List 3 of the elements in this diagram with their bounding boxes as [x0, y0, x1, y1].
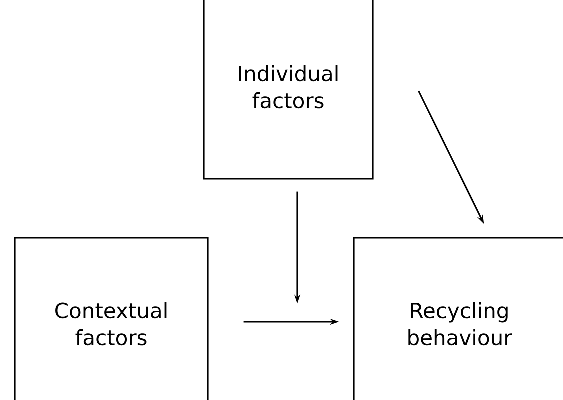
factor-box: Recycling behaviour	[353, 237, 563, 400]
factor-box: Contextual factors	[14, 237, 209, 400]
factor-box: Individual factors	[203, 0, 374, 180]
